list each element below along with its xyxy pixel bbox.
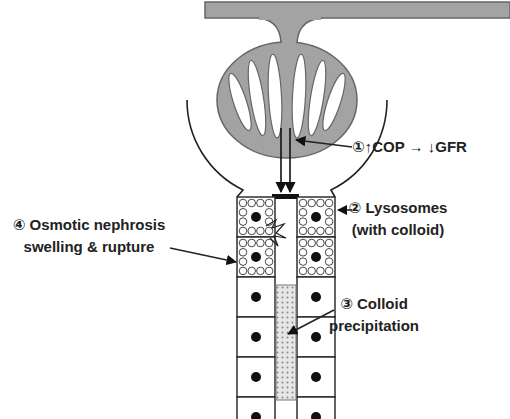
lysosome: [248, 267, 256, 275]
lysosome: [257, 227, 265, 235]
tubule-cells: [237, 197, 335, 419]
lysosome: [239, 218, 247, 226]
cell-nucleus: [311, 412, 321, 419]
tubule-cell: [297, 397, 335, 419]
tubule-cell: [237, 237, 275, 277]
lysosome: [325, 227, 333, 235]
lysosome: [265, 267, 273, 275]
lysosome: [308, 199, 316, 207]
capillary-loop: [290, 54, 307, 139]
lysosome: [239, 239, 247, 247]
lysosome: [265, 199, 273, 207]
lysosome: [308, 227, 316, 235]
cell-nucleus: [251, 412, 261, 419]
tubule-cell: [237, 197, 275, 237]
lysosome: [299, 249, 307, 257]
cell-nucleus: [251, 372, 261, 382]
lysosome: [299, 258, 307, 266]
filtration-arrow: [289, 128, 291, 192]
colloid-cast: [276, 285, 296, 400]
lysosome: [299, 227, 307, 235]
capillary-loop: [266, 54, 283, 139]
lysosome: [239, 199, 247, 207]
tubule-cell: [297, 277, 335, 317]
tubule-cell: [237, 397, 275, 419]
lysosome: [299, 267, 307, 275]
leader-arrow: [296, 140, 352, 147]
callout-label: ③ Colloid precipitation: [318, 293, 430, 337]
lysosome: [239, 267, 247, 275]
lysosome: [239, 227, 247, 235]
lysosome: [265, 209, 273, 217]
glomerulus-joint: [282, 38, 296, 46]
lysosome: [317, 199, 325, 207]
capillary-loops: [225, 54, 350, 139]
rupture-mark: [266, 220, 286, 246]
lysosome: [248, 199, 256, 207]
tubule-cell: [237, 357, 275, 397]
capillary-loop: [319, 71, 350, 132]
lysosome: [308, 267, 316, 275]
filtration-block: [272, 194, 299, 199]
lysosome: [325, 258, 333, 266]
lysosome: [325, 249, 333, 257]
tubule-cell: [297, 357, 335, 397]
tubule-cell: [237, 317, 275, 357]
leader-arrow: [288, 310, 334, 334]
lysosome: [299, 218, 307, 226]
filtration-arrow: [280, 128, 282, 192]
tubule-cell: [297, 197, 335, 237]
vessel-band: [205, 2, 510, 18]
lysosome: [257, 267, 265, 275]
lysosome: [239, 258, 247, 266]
lysosome: [325, 199, 333, 207]
lysosome: [239, 209, 247, 217]
vessel-joint: [259, 15, 321, 20]
lysosome: [248, 239, 256, 247]
callout-label: ①↑COP → ↓GFR: [352, 136, 507, 158]
cell-nucleus: [311, 212, 321, 222]
lysosome: [265, 258, 273, 266]
lysosome: [325, 239, 333, 247]
cell-nucleus: [311, 292, 321, 302]
lysosome: [248, 227, 256, 235]
lysosome: [257, 199, 265, 207]
callout-label: ② Lysosomes (with colloid): [338, 197, 458, 241]
lysosome: [299, 239, 307, 247]
cell-nucleus: [251, 252, 261, 262]
cell-nucleus: [251, 332, 261, 342]
callout-label: ④ Osmotic nephrosis swelling & rupture: [0, 214, 178, 258]
lysosome: [325, 218, 333, 226]
lysosome: [299, 209, 307, 217]
lysosome: [239, 249, 247, 257]
lysosome: [265, 249, 273, 257]
cell-nucleus: [311, 372, 321, 382]
lysosome: [317, 227, 325, 235]
lysosome: [317, 267, 325, 275]
lysosome: [325, 209, 333, 217]
glomerulus: [217, 42, 357, 158]
lysosome: [317, 239, 325, 247]
cell-nucleus: [251, 292, 261, 302]
bowman-capsule: [187, 100, 243, 197]
lysosome: [299, 199, 307, 207]
leader-arrow: [170, 248, 236, 262]
cell-nucleus: [311, 332, 321, 342]
lysosome: [308, 239, 316, 247]
lysosome: [325, 267, 333, 275]
lysosome: [257, 239, 265, 247]
tubule-cell: [237, 277, 275, 317]
tubule-cell: [297, 237, 335, 277]
capillary-loop: [245, 59, 270, 136]
cell-nucleus: [311, 252, 321, 262]
cell-nucleus: [251, 212, 261, 222]
